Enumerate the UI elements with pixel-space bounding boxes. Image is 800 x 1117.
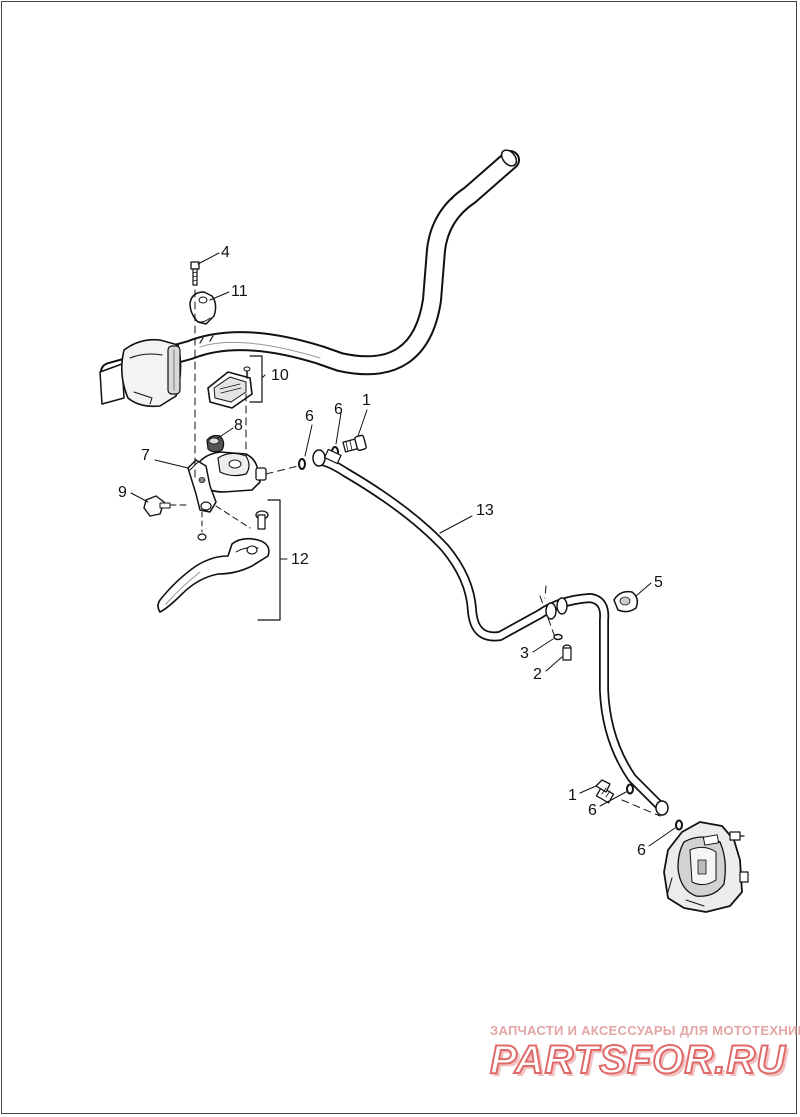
callout-1-a: 1 (362, 392, 371, 409)
callout-4: 4 (221, 244, 230, 261)
left-grip-switch-housing (99, 338, 182, 408)
screw-part-2 (562, 644, 572, 661)
callout-7: 7 (141, 447, 150, 464)
callout-9: 9 (118, 484, 127, 501)
callout-12: 12 (291, 551, 309, 568)
reservoir-cover-part-10 (207, 355, 263, 409)
washer-part-6-a (298, 458, 306, 470)
hose-clip-part-5 (613, 590, 639, 613)
lever-pivot-pin (215, 505, 269, 530)
callout-10: 10 (271, 367, 289, 384)
callout-6-b: 6 (334, 401, 343, 418)
washer-part-6-d (675, 819, 683, 831)
callout-6-a: 6 (305, 408, 314, 425)
leader-lines (130, 252, 676, 847)
assembly-lines (194, 289, 661, 817)
master-cylinder-part-7 (187, 451, 267, 513)
diaphragm-part-8 (206, 434, 225, 453)
brake-hose-part-13 (312, 448, 669, 816)
callout-2: 2 (533, 666, 542, 683)
callout-6-d: 6 (637, 842, 646, 859)
callout-11: 11 (231, 283, 248, 300)
brake-lever-part-12 (157, 499, 281, 621)
brake-light-switch-part-9 (143, 495, 187, 517)
callout-labels: 4 11 10 8 7 9 12 6 6 1 13 5 3 2 1 6 6 (118, 244, 663, 859)
callout-1-b: 1 (568, 787, 577, 804)
clamp-screw-part-4 (190, 261, 200, 286)
watermark-tagline: ЗАПЧАСТИ И АКСЕССУАРЫ ДЛЯ МОТОТЕХНИКИ (490, 1023, 800, 1038)
washer-part-3 (553, 633, 563, 641)
banjo-bolt-part-1-b (595, 779, 615, 804)
master-cylinder-clamp-part-11 (189, 291, 217, 325)
callout-3: 3 (520, 645, 529, 662)
watermark-logo: PARTSFOR.RU (489, 1037, 787, 1083)
callout-6-c: 6 (588, 802, 597, 819)
washer-part-6-c (626, 783, 634, 795)
callout-8: 8 (234, 417, 243, 434)
handlebar (100, 149, 520, 382)
brake-caliper (663, 821, 749, 913)
banjo-bolt-part-1-a (342, 434, 367, 453)
pivot-nut (197, 511, 207, 541)
callout-5: 5 (654, 574, 663, 591)
callout-13: 13 (476, 502, 494, 519)
